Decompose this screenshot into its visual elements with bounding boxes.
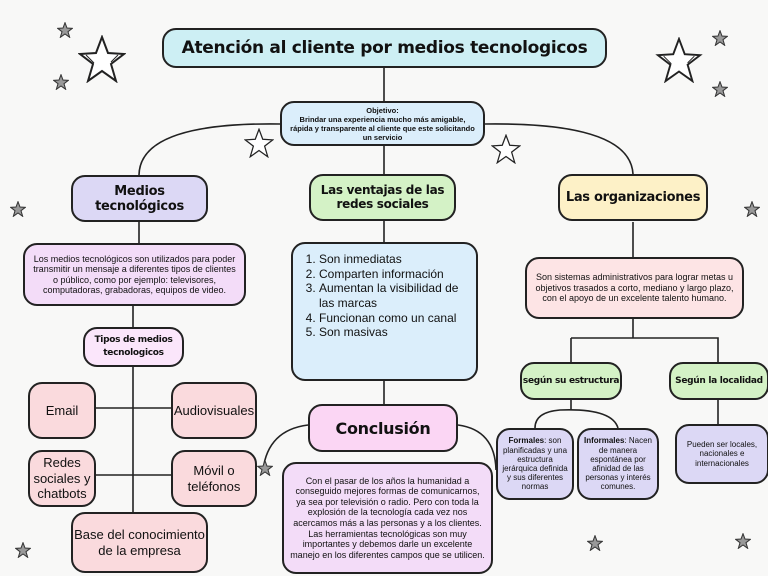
star-icon: [78, 35, 126, 83]
star-icon: [10, 201, 26, 217]
conclusion-paragraph: Las herramientas tecnológicas son muy im…: [290, 528, 485, 560]
formales-box: Formales: son planificadas y una estruct…: [496, 428, 574, 500]
star-icon: [712, 30, 728, 46]
tipo-base-conocimiento: Base del conocimiento de la empresa: [71, 512, 208, 573]
star-icon: [712, 81, 728, 97]
organizaciones-description-text: Son sistemas administrativos para lograr…: [535, 271, 734, 304]
organizaciones-heading: Las organizaciones: [558, 174, 708, 221]
star-icon: [655, 37, 703, 83]
star-icon: [735, 533, 751, 549]
diagram-title-text: Atención al cliente por medios tecnologi…: [181, 38, 588, 58]
localidad-heading-text: Según la localidad: [675, 376, 763, 386]
ventaja-item: Son masivas: [319, 325, 468, 340]
organizaciones-heading-text: Las organizaciones: [565, 190, 701, 205]
objective-label: Objetivo:: [366, 105, 399, 115]
ventajas-heading-text: Las ventajas de las redes sociales: [320, 182, 445, 211]
tipo-audiovisuales: Audiovisuales: [171, 382, 257, 439]
tipo-base-conocimiento-text: Base del conocimiento de la empresa: [74, 526, 205, 558]
ventajas-heading: Las ventajas de las redes sociales: [309, 174, 456, 221]
conclusion-heading-text: Conclusión: [335, 418, 431, 438]
localidad-description-text: Pueden ser locales, nacionales e interna…: [686, 439, 758, 468]
localidad-description: Pueden ser locales, nacionales e interna…: [675, 424, 768, 484]
star-icon: [244, 128, 274, 158]
star-icon: [15, 542, 31, 558]
tipo-movil-text: Móvil o teléfonos: [187, 462, 241, 494]
conclusion-paragraph: Con el pasar de los años la humanidad a …: [293, 475, 482, 528]
medios-heading-text: Medios tecnológicos: [95, 183, 184, 214]
localidad-heading: Según la localidad: [669, 362, 768, 400]
medios-heading: Medios tecnológicos: [71, 175, 208, 222]
estructura-heading: según su estructura: [520, 362, 622, 400]
informales-description: : Nacen de manera espontánea por afinida…: [585, 436, 653, 492]
medios-description: Los medios tecnológicos son utilizados p…: [23, 243, 246, 306]
objective-text: Brindar una experiencia mucho más amigab…: [290, 114, 475, 142]
star-icon: [491, 134, 521, 164]
objective-box: Objetivo: Brindar una experiencia mucho …: [280, 101, 485, 146]
star-icon: [744, 201, 760, 217]
ventaja-item: Aumentan la visibilidad de las marcas: [319, 281, 468, 310]
tipo-redes-sociales: Redes sociales y chatbots: [28, 450, 96, 507]
conclusion-heading: Conclusión: [308, 404, 458, 452]
estructura-heading-text: según su estructura: [522, 376, 620, 386]
tipo-redes-sociales-text: Redes sociales y chatbots: [33, 455, 91, 502]
diagram-title: Atención al cliente por medios tecnologi…: [162, 28, 607, 68]
ventaja-item: Funcionan como un canal: [319, 311, 468, 326]
ventajas-list: Son inmediatas Comparten información Aum…: [291, 242, 478, 381]
medios-description-text: Los medios tecnológicos son utilizados p…: [33, 253, 236, 295]
formales-description: : son planificadas y una estructura jerá…: [502, 436, 568, 492]
informales-label: Informales: [583, 436, 625, 446]
star-icon: [53, 74, 69, 90]
organizaciones-description: Son sistemas administrativos para lograr…: [525, 257, 744, 319]
informales-box: Informales: Nacen de manera espontánea p…: [577, 428, 659, 500]
tipos-heading-text: Tipos de medios tecnologicos: [94, 335, 173, 358]
formales-label: Formales: [508, 436, 545, 446]
tipo-email: Email: [28, 382, 96, 439]
informales-text: Informales: Nacen de manera espontánea p…: [583, 436, 653, 491]
ventaja-item: Comparten información: [319, 267, 468, 282]
star-icon: [57, 22, 73, 38]
tipos-heading: Tipos de medios tecnologicos: [83, 327, 184, 367]
tipo-movil: Móvil o teléfonos: [171, 450, 257, 507]
star-icon: [257, 460, 273, 476]
ventajas-ordered-list: Son inmediatas Comparten información Aum…: [297, 252, 468, 340]
ventaja-item: Son inmediatas: [319, 252, 468, 267]
conclusion-body: Con el pasar de los años la humanidad a …: [282, 462, 493, 574]
star-icon: [587, 535, 603, 551]
tipo-audiovisuales-text: Audiovisuales: [173, 402, 255, 418]
formales-text: Formales: son planificadas y una estruct…: [502, 436, 568, 491]
tipo-email-text: Email: [45, 402, 79, 418]
